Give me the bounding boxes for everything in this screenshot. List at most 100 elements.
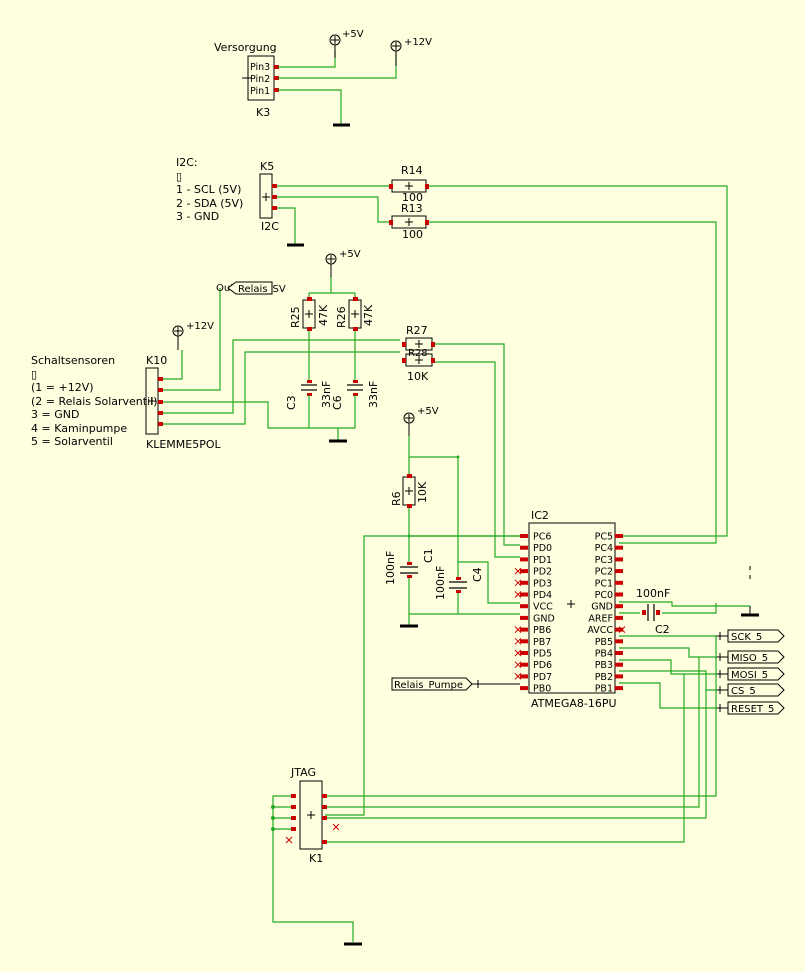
schaltsensoren-description: Schaltsensoren ▯ (1 = +12V) (2 = Relais … <box>31 354 158 448</box>
mcu-pin-vcc: VCC <box>533 602 553 613</box>
svg-text:C2: C2 <box>655 623 670 636</box>
mcu-pin-pb6: PB6 <box>533 625 551 636</box>
svg-text:+5V: +5V <box>342 29 364 40</box>
net-flag-cs[interactable]: CS_5 <box>716 683 785 697</box>
svg-text:+5V: +5V <box>417 406 439 417</box>
svg-text:R14: R14 <box>401 164 423 177</box>
mcu-ic2[interactable]: IC2 PC6PD0PD1PD2PD3PD4VCCGNDPB6PB7PD5PD6… <box>514 509 626 710</box>
mcu-pin-pc4-r: PC4 <box>595 543 613 554</box>
svg-text:100nF: 100nF <box>434 566 447 600</box>
resistor-r13[interactable]: R13 100 <box>389 202 429 241</box>
svg-text:33nF: 33nF <box>320 381 333 408</box>
supply-5v-mid: +5V <box>325 249 361 277</box>
svg-text:4 = Kaminpumpe: 4 = Kaminpumpe <box>31 422 127 435</box>
svg-text:C4: C4 <box>471 567 484 582</box>
jtag-ref: K1 <box>309 852 323 865</box>
svg-text:MISO_5: MISO_5 <box>731 653 768 664</box>
ic2-name: ATMEGA8-16PU <box>531 697 617 710</box>
resistor-r28[interactable]: R28 10K <box>402 348 435 383</box>
jtag-title: JTAG <box>290 766 316 779</box>
k3-pin3-label: Pin3 <box>250 62 270 73</box>
mcu-pin-gnd-r: GND <box>591 602 613 613</box>
svg-text:R13: R13 <box>401 202 423 215</box>
svg-text:C6: C6 <box>331 395 344 410</box>
k5-name: I2C <box>261 220 279 233</box>
connector-jtag-k1[interactable]: JTAG K1 <box>285 766 340 865</box>
svg-text:5 = Solarventil: 5 = Solarventil <box>31 435 113 448</box>
net-flag-sck[interactable]: SCK_5 <box>716 629 785 643</box>
mcu-pin-gnd: GND <box>533 613 555 624</box>
k3-pin1-label: Pin1 <box>250 86 270 97</box>
svg-text:Relais_Pumpe: Relais_Pumpe <box>394 680 463 691</box>
net-flag-miso[interactable]: MISO_5 <box>716 650 785 664</box>
svg-text:3 - GND: 3 - GND <box>176 210 219 223</box>
svg-text:47K: 47K <box>362 304 375 326</box>
connector-k10[interactable]: K10 KLEMME5POL <box>145 354 222 451</box>
resistor-r25[interactable]: R25 47K <box>289 297 330 331</box>
mcu-pin-pc2-r: PC2 <box>595 567 613 578</box>
k3-pin2-label: Pin2 <box>250 74 270 85</box>
k10-ref: K10 <box>146 354 167 367</box>
svg-text:▯: ▯ <box>176 170 182 183</box>
mcu-pin-pb2-r: PB2 <box>595 672 613 683</box>
ic2-ref: IC2 <box>531 509 549 522</box>
resistor-r26[interactable]: R26 47K <box>335 297 375 331</box>
k3-ref: K3 <box>256 106 270 119</box>
capacitor-c3[interactable]: C3 33nF <box>285 380 333 410</box>
k3-title: Versorgung <box>214 41 277 54</box>
mcu-pin-pb0: PB0 <box>533 684 551 695</box>
i2c-description: I2C: ▯ 1 - SCL (5V) 2 - SDA (5V) 3 - GND <box>176 156 243 223</box>
supply-5v-r6: +5V <box>403 406 439 436</box>
mcu-pin-pc3-r: PC3 <box>595 555 613 566</box>
svg-text:2 - SDA (5V): 2 - SDA (5V) <box>176 197 243 210</box>
supply-5v-top: +5V <box>329 29 364 58</box>
svg-text:1 - SCL (5V): 1 - SCL (5V) <box>176 183 241 196</box>
svg-text:(1 = +12V): (1 = +12V) <box>31 381 94 394</box>
mcu-pin-pd3: PD3 <box>533 578 552 589</box>
mcu-pin-pd2: PD2 <box>533 567 552 578</box>
resistor-r27[interactable]: R27 <box>402 324 435 351</box>
capacitor-c2[interactable]: 100nF C2 <box>636 587 670 636</box>
svg-text:10K: 10K <box>416 481 429 503</box>
mcu-pin-pb4-r: PB4 <box>595 649 613 660</box>
svg-text:47K: 47K <box>317 304 330 326</box>
resistor-r14[interactable]: R14 100 <box>389 164 429 204</box>
svg-text:+5V: +5V <box>339 249 361 260</box>
mcu-pin-pc5-r: PC5 <box>595 532 613 543</box>
capacitor-c6[interactable]: C6 33nF <box>331 380 380 410</box>
svg-text:33nF: 33nF <box>367 381 380 408</box>
svg-text:▯: ▯ <box>31 368 37 381</box>
mcu-pin-pb7: PB7 <box>533 637 551 648</box>
mcu-pin-pd5: PD5 <box>533 649 552 660</box>
mcu-pin-pc0-r: PC0 <box>595 590 613 601</box>
net-flag-reset[interactable]: RESET_5 <box>716 701 785 715</box>
supply-12v-top: +12V <box>390 37 432 66</box>
svg-text:3 = GND: 3 = GND <box>31 408 79 421</box>
capacitor-c4[interactable]: 100nF C4 <box>434 566 484 600</box>
mcu-pin-pd0: PD0 <box>533 543 552 554</box>
mcu-pin-avcc-r: AVCC <box>587 625 613 636</box>
connector-k3[interactable]: Versorgung Pin3 Pin2 Pin1 K3 <box>214 41 279 119</box>
mcu-pin-pb3-r: PB3 <box>595 660 613 671</box>
net-flag-mosi[interactable]: MOSI_5 <box>716 667 785 681</box>
k5-ref: K5 <box>260 160 274 173</box>
supply-12v-k10: +12V <box>172 321 214 350</box>
mcu-pin-aref-r: AREF <box>588 613 613 624</box>
net-flag-relais-sv[interactable]: Out Relais_SV <box>216 281 286 295</box>
svg-text:+12V: +12V <box>186 321 214 332</box>
svg-text:10K: 10K <box>407 370 429 383</box>
svg-text:R27: R27 <box>406 324 428 337</box>
capacitor-c1[interactable]: 100nF C1 <box>384 548 435 585</box>
mcu-pin-pd4: PD4 <box>533 590 552 601</box>
svg-text:I2C:: I2C: <box>176 156 198 169</box>
svg-text:100nF: 100nF <box>384 551 397 585</box>
connector-k5[interactable]: K5 I2C <box>259 160 279 233</box>
mcu-pin-pc6: PC6 <box>533 532 551 543</box>
svg-text:100nF: 100nF <box>636 587 670 600</box>
svg-text:100: 100 <box>402 191 423 204</box>
resistor-r6[interactable]: R6 10K <box>390 474 429 508</box>
mcu-pin-pd6: PD6 <box>533 660 552 671</box>
net-flag-relais-pumpe[interactable]: Relais_Pumpe <box>391 677 520 691</box>
svg-text:R6: R6 <box>390 491 403 506</box>
svg-text:CS_5: CS_5 <box>731 686 756 697</box>
